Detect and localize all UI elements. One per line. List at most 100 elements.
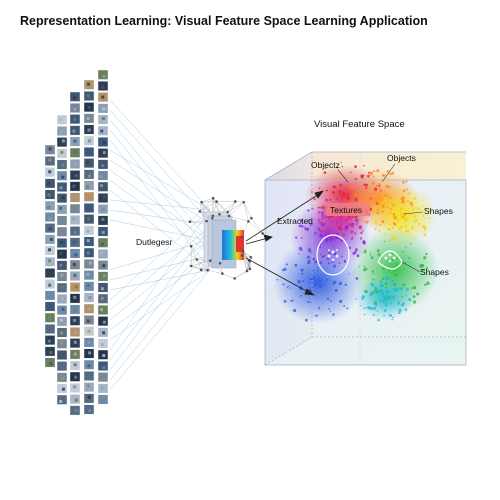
thumbnail-image [69, 259, 81, 270]
connector-line [109, 224, 213, 311]
network-node [211, 214, 215, 218]
connector-line [109, 149, 211, 211]
thumbnail-image [44, 312, 56, 323]
thumbnail-image [56, 372, 68, 383]
connector-line [109, 269, 211, 391]
thumbnail-image [83, 371, 95, 381]
thumbnail-image [83, 259, 95, 269]
thumbnail-image [97, 80, 109, 91]
thumbnail-image [69, 226, 81, 237]
thumbnail-image [97, 271, 109, 282]
thumbnail-image [56, 215, 68, 226]
thumbnail-image [44, 178, 56, 189]
thumbnail-image [56, 148, 68, 159]
thumbnail-image [69, 170, 81, 181]
network-node [205, 219, 208, 223]
thumbnail-image [44, 167, 56, 178]
thumbnail-image [56, 361, 68, 372]
thumbnail-image [83, 292, 95, 303]
connector-line [109, 99, 211, 211]
thumbnail-image [83, 348, 95, 359]
connector-line [109, 199, 211, 211]
thumbnail-image [97, 349, 109, 360]
thumbnail-image [56, 338, 68, 349]
thumbnail-image [69, 383, 81, 393]
thumbnail-image [83, 180, 95, 191]
thumbnail-image [97, 327, 109, 338]
thumbnail-image [83, 202, 95, 213]
cluster-label-textures: Textures [330, 205, 362, 215]
cluster-label-shapes-top: Shapes [424, 206, 453, 216]
thumbnail-image [83, 404, 95, 415]
thumbnail-image [83, 303, 95, 314]
thumbnail-image [97, 103, 109, 114]
thumbnail-image [44, 245, 56, 256]
thumbnail-image [44, 144, 56, 155]
network-node [226, 210, 230, 214]
network-node [210, 216, 214, 220]
network-node [198, 210, 202, 213]
thumbnail-image [69, 136, 81, 147]
input-image-grid [44, 69, 109, 416]
network-node [233, 200, 237, 203]
thumbnail-image [44, 155, 56, 166]
thumbnail-image [83, 393, 95, 404]
thumbnail-image [69, 102, 81, 113]
thumbnail-image [56, 260, 68, 271]
encoder-label: Dutlegesr [136, 237, 173, 247]
thumbnail-image [69, 405, 81, 416]
thumbnail-image [44, 357, 56, 368]
thumbnail-image [97, 125, 109, 136]
cube-top-face [265, 152, 466, 180]
thumbnail-image [56, 305, 68, 316]
thumbnail-image [44, 279, 56, 290]
thumbnail-image [97, 305, 109, 315]
network-node [245, 269, 249, 273]
thumbnail-image [83, 225, 95, 236]
thumbnail-image [44, 223, 56, 234]
thumbnail-image [69, 271, 81, 281]
thumbnail-image [69, 327, 81, 337]
feature-space-title: Visual Feature Space [314, 119, 405, 130]
thumbnail-image [44, 189, 56, 200]
thumbnail-image [56, 237, 68, 248]
network-node [189, 264, 193, 268]
thumbnail-image [97, 361, 109, 371]
thumbnail-image [83, 214, 95, 225]
thumbnail-image [97, 114, 109, 125]
thumbnail-image [97, 204, 109, 215]
network-node [200, 200, 203, 204]
network-node [247, 220, 250, 223]
feature-space-cube [264, 151, 467, 366]
connector-line [109, 119, 209, 241]
thumbnail-image [97, 192, 109, 203]
thumbnail-image [97, 92, 109, 103]
thumbnail-image [69, 304, 81, 315]
thumbnail-image [69, 181, 81, 192]
thumbnail-image [69, 158, 81, 169]
textures-label-box: Textures [326, 203, 370, 216]
thumbnail-image [97, 159, 109, 170]
thumbnail-image [83, 124, 95, 135]
objects-cluster-glyph [327, 249, 339, 262]
network-node [211, 196, 215, 200]
thumbnail-image [56, 394, 68, 405]
connector-line [109, 254, 213, 381]
thumbnail-image [69, 293, 81, 304]
thumbnail-image [97, 338, 109, 349]
thumbnail-image [97, 148, 109, 159]
thumbnail-image [97, 215, 109, 226]
cube-edges [264, 151, 467, 366]
thumbnail-image [44, 200, 56, 211]
label-leader-lines [337, 163, 424, 273]
thumbnail-image [69, 338, 81, 349]
connector-line [109, 109, 213, 226]
thumbnail-image [83, 146, 95, 157]
cluster-label-shapes-bottom: Shapes [420, 267, 449, 277]
thumbnail-image [97, 293, 109, 304]
network-node [241, 248, 244, 252]
thumbnail-image [56, 137, 68, 148]
thumbnail-image [83, 359, 95, 370]
thumbnail-image [56, 159, 68, 170]
